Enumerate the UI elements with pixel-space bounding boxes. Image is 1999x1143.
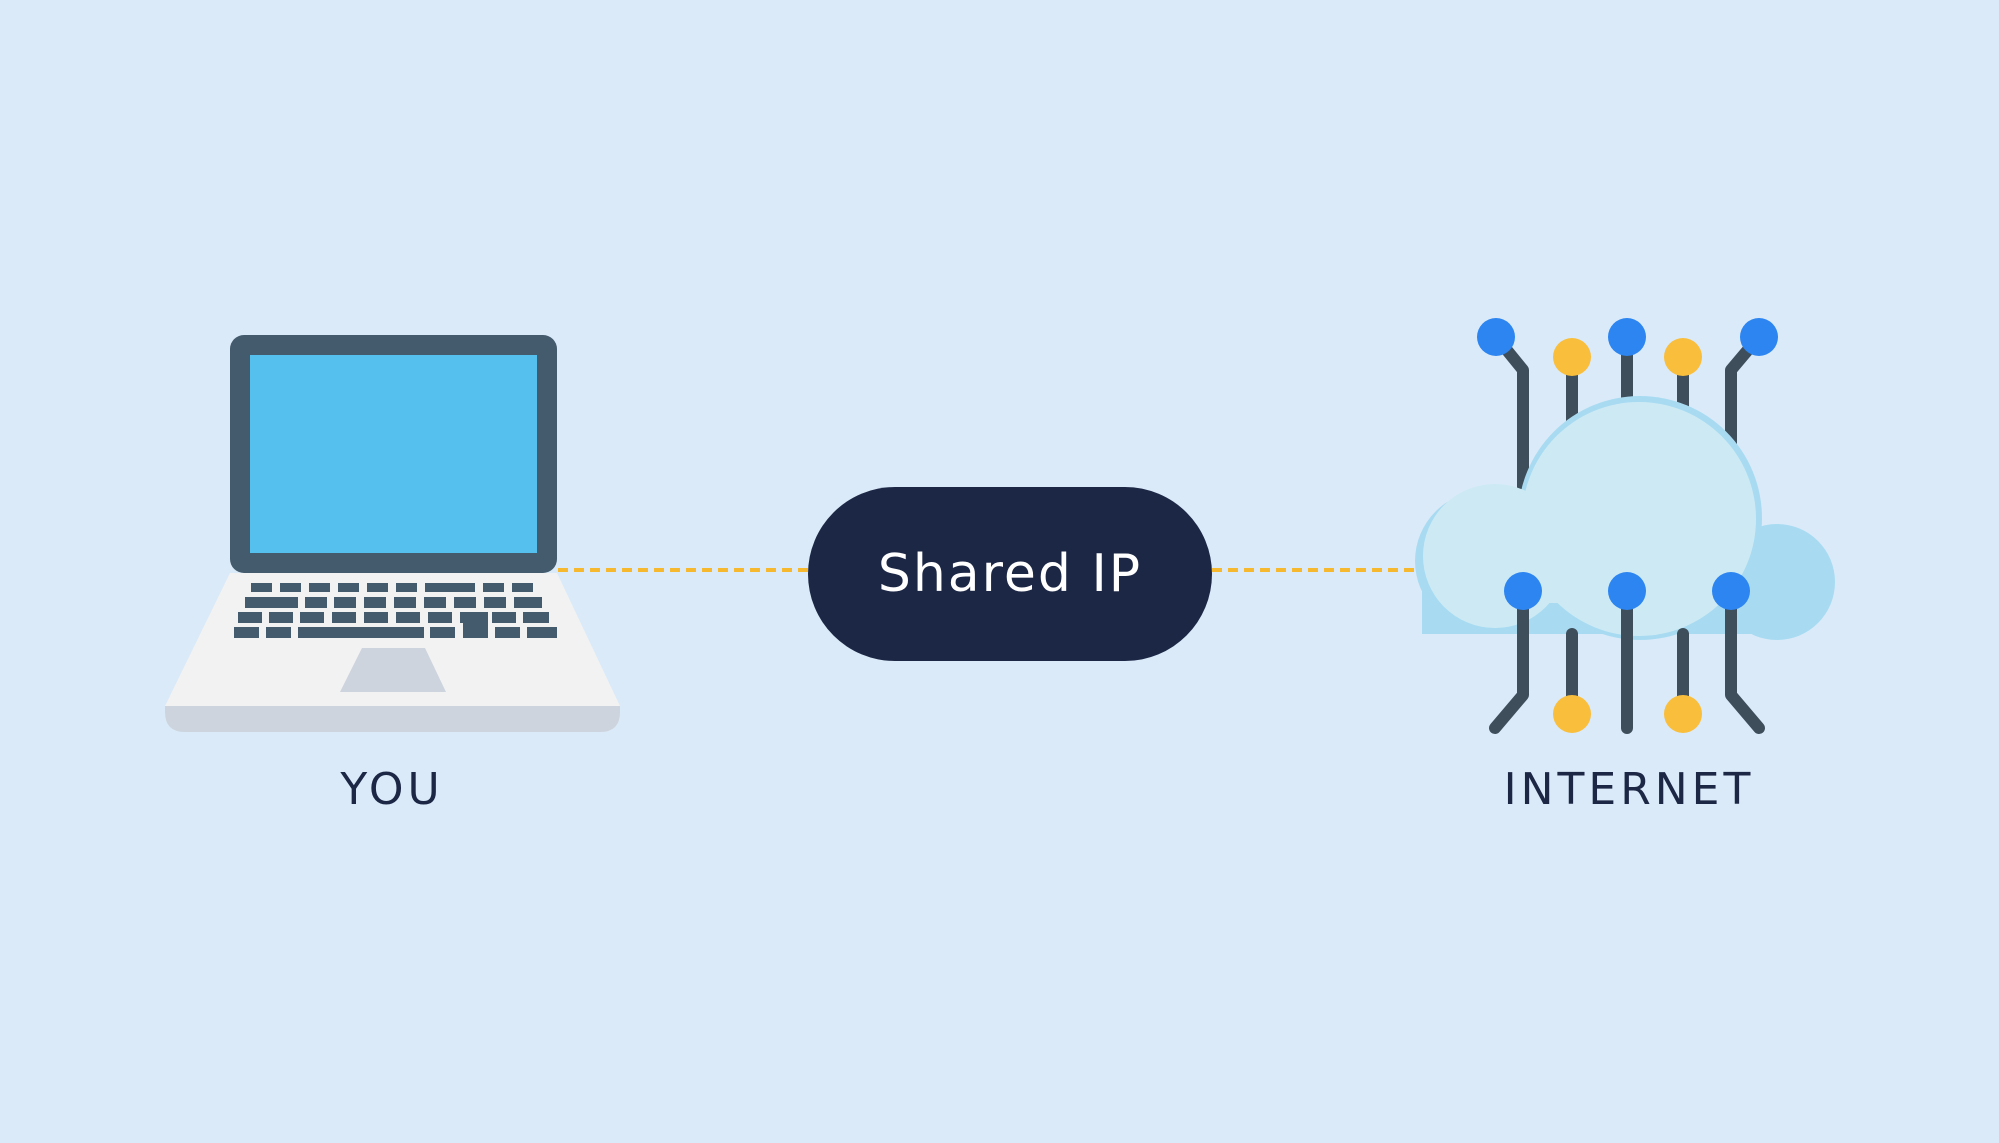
node-dot-blue bbox=[1712, 572, 1750, 610]
node-dot-blue bbox=[1608, 318, 1646, 356]
node-dot-blue bbox=[1477, 318, 1515, 356]
shared-ip-label: Shared IP bbox=[877, 544, 1143, 604]
laptop-base-edge bbox=[165, 706, 620, 732]
node-dot-yellow bbox=[1553, 338, 1591, 376]
laptop-touchpad bbox=[340, 648, 446, 692]
node-dot-blue bbox=[1608, 572, 1646, 610]
laptop-icon bbox=[165, 335, 620, 732]
node-dot-blue bbox=[1504, 572, 1542, 610]
node-dot-yellow bbox=[1664, 695, 1702, 733]
laptop-screen bbox=[250, 355, 537, 553]
node-dot-yellow bbox=[1664, 338, 1702, 376]
node-dot-blue bbox=[1740, 318, 1778, 356]
shared-ip-node: Shared IP bbox=[808, 487, 1212, 661]
node-dot-yellow bbox=[1553, 695, 1591, 733]
cloud-network-icon bbox=[1415, 318, 1835, 734]
laptop-keyboard bbox=[234, 583, 557, 638]
internet-label: INTERNET bbox=[1503, 764, 1755, 815]
you-label: YOU bbox=[340, 764, 444, 815]
